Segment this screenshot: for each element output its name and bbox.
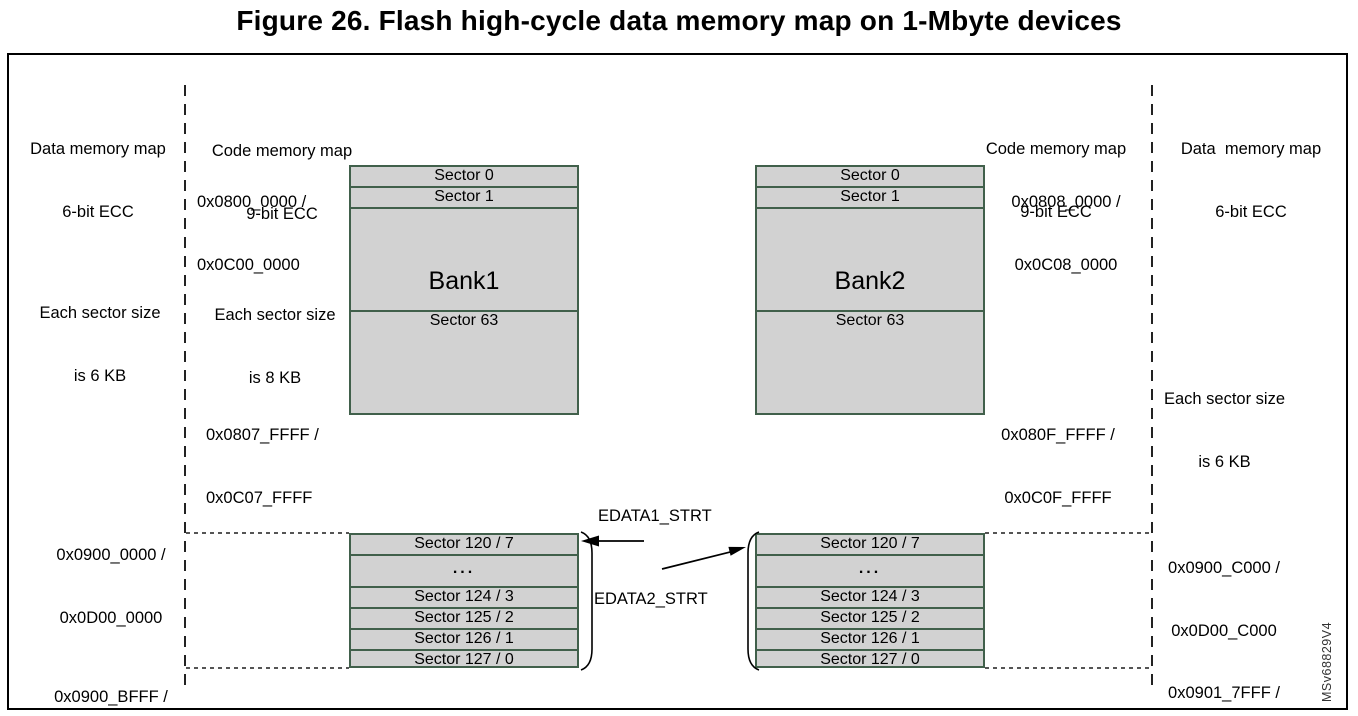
edata1-bottom-dashed-connector xyxy=(186,667,349,669)
edata2-strt-label: EDATA2_STRT xyxy=(594,590,708,608)
figure-title: Figure 26. Flash high-cycle data memory … xyxy=(236,5,1122,36)
edata1-ellipsis-row: ... xyxy=(351,556,577,588)
bank1-start-address: 0x0800_0000 / 0x0C00_0000 xyxy=(197,193,307,274)
bank1-name: Bank1 xyxy=(428,267,500,295)
bank1-sector-63-row: Sector 63 xyxy=(429,312,499,329)
bank1-sector-0-row: Sector 0 xyxy=(351,167,577,188)
right-sector-size-6kb-label: Each sector size is 6 KB xyxy=(1163,390,1286,471)
edata1-stack: Sector 120 / 7 ... Sector 124 / 3 Sector… xyxy=(349,533,579,668)
bank2-name: Bank2 xyxy=(834,267,906,295)
edata2-top-dashed-connector xyxy=(985,532,1152,534)
edata2-sector-126-row: Sector 126 / 1 xyxy=(757,630,983,651)
edata2-ellipsis-row: ... xyxy=(757,556,983,588)
edata2-sector-125-row: Sector 125 / 2 xyxy=(757,609,983,630)
edata1-strt-label: EDATA1_STRT xyxy=(598,507,712,525)
edata2-end-address: 0x0901_7FFF / 0x0D01_7FFF xyxy=(1168,684,1280,702)
right-dashed-separator xyxy=(1151,85,1153,690)
bank2-end-address: 0x080F_FFFF / 0x0C0F_FFFF xyxy=(1001,426,1115,507)
bank1-sector-1-row: Sector 1 xyxy=(351,188,577,209)
edata2-arrow xyxy=(661,546,746,570)
bank2-sector-1-row: Sector 1 xyxy=(757,188,983,209)
edata2-sector-124-row: Sector 124 / 3 xyxy=(757,588,983,609)
bank2-start-address: 0x0808_0000 / 0x0C08_0000 xyxy=(1011,193,1121,274)
edata2-stack-brace xyxy=(747,531,760,671)
edata1-end-address: 0x0900_BFFF / 0x0D00_BFFF xyxy=(54,688,168,706)
bank2-sector-63-row: Sector 63 xyxy=(835,312,905,329)
bank2-body: Bank2 xyxy=(757,209,983,312)
edata1-arrow xyxy=(581,535,644,547)
edata1-stack-brace xyxy=(580,531,593,671)
edata1-sector-127-row: Sector 127 / 0 xyxy=(414,651,514,668)
left-sector-size-8kb-label: Each sector size is 8 KB xyxy=(214,306,336,387)
edata1-top-dashed-connector xyxy=(186,532,349,534)
figure-watermark: MSv68829V4 xyxy=(1320,621,1334,702)
right-code-memory-map-label: Code memory map 9-bit ECC xyxy=(985,140,1127,221)
edata2-sector-127-row: Sector 127 / 0 xyxy=(820,651,920,668)
bank2-box: Sector 0 Sector 1 Bank2 Sector 63 xyxy=(755,165,985,415)
edata2-start-address: 0x0900_C000 / 0x0D00_C000 xyxy=(1168,559,1280,640)
edata1-start-address: 0x0900_0000 / 0x0D00_0000 xyxy=(56,546,166,627)
left-sector-size-6kb-label: Each sector size is 6 KB xyxy=(39,304,161,385)
edata2-bottom-dashed-connector xyxy=(985,667,1152,669)
edata1-sector-126-row: Sector 126 / 1 xyxy=(351,630,577,651)
left-dashed-separator xyxy=(184,85,186,690)
edata2-stack: Sector 120 / 7 ... Sector 124 / 3 Sector… xyxy=(755,533,985,668)
edata2-sector-120-row: Sector 120 / 7 xyxy=(757,535,983,556)
bank1-box: Sector 0 Sector 1 Bank1 Sector 63 xyxy=(349,165,579,415)
bank1-end-address: 0x0807_FFFF / 0x0C07_FFFF xyxy=(206,426,319,507)
left-code-memory-map-label: Code memory map 9-bit ECC xyxy=(211,142,353,223)
bank1-body: Bank1 xyxy=(351,209,577,312)
figure-frame xyxy=(7,53,1348,710)
edata1-sector-124-row: Sector 124 / 3 xyxy=(351,588,577,609)
left-data-memory-map-label: Data memory map 6-bit ECC xyxy=(30,140,166,221)
right-data-memory-map-label: Data memory map 6-bit ECC xyxy=(1180,140,1322,221)
bank2-sector-0-row: Sector 0 xyxy=(757,167,983,188)
edata1-sector-120-row: Sector 120 / 7 xyxy=(351,535,577,556)
edata1-sector-125-row: Sector 125 / 2 xyxy=(351,609,577,630)
